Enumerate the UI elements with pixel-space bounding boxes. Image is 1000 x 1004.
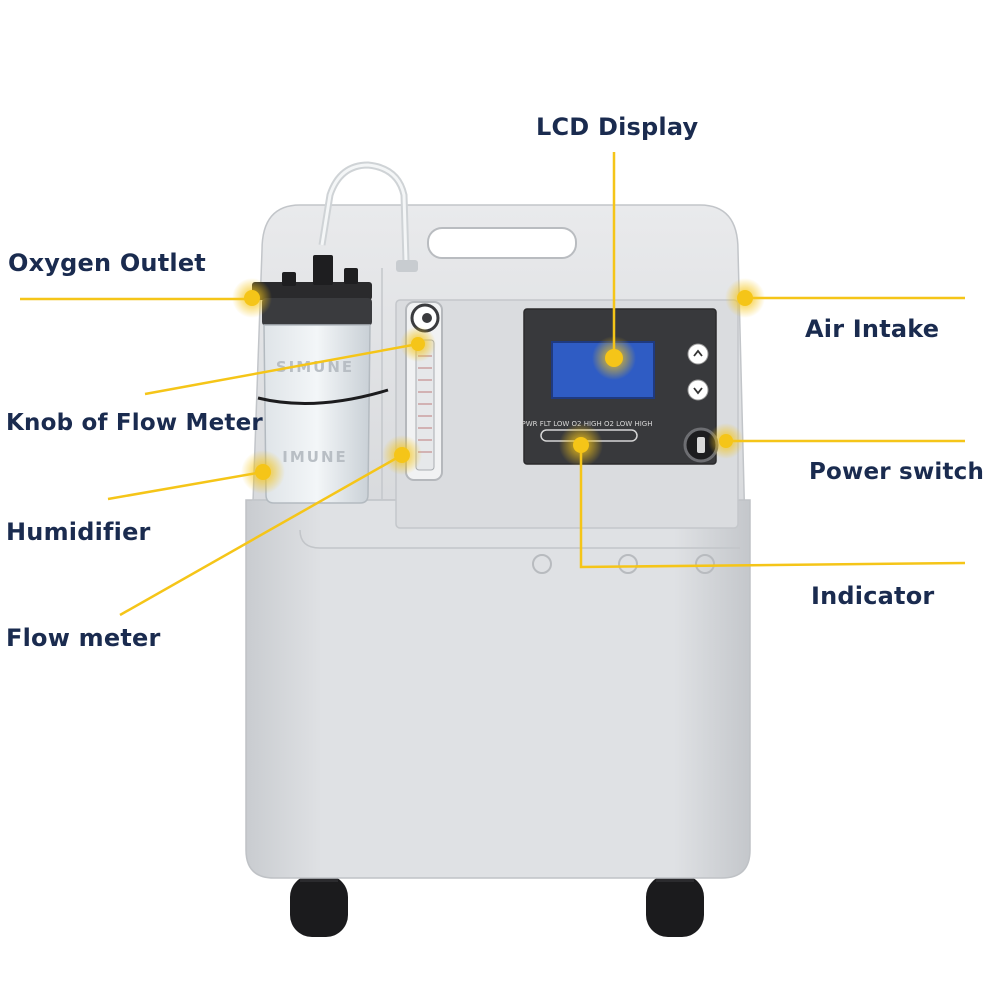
- panel-button-3: [695, 554, 715, 574]
- leader-lines: [20, 152, 966, 617]
- panel-button-2: [618, 554, 638, 574]
- label-air-intake: Air Intake: [805, 315, 940, 343]
- label-knob-of-flow-meter: Knob of Flow Meter: [6, 410, 263, 436]
- oxygen-tube: [318, 161, 418, 272]
- panel-button-1: [532, 554, 552, 574]
- control-button-up: [687, 343, 709, 365]
- label-humidifier: Humidifier: [6, 518, 151, 546]
- handle-slot: [427, 227, 577, 259]
- leader-flow-meter: [119, 453, 403, 617]
- leader-knob: [144, 342, 419, 396]
- device-lower-cabinet: [245, 499, 751, 879]
- control-panel: PWR FLT LOW O2 HIGH O2 LOW HIGH: [522, 308, 719, 465]
- label-indicator: Indicator: [811, 582, 935, 610]
- right-wheel: [646, 875, 704, 937]
- label-power-switch: Power switch: [809, 459, 985, 485]
- leader-indicator: [579, 445, 966, 569]
- label-lcd-display: LCD Display: [536, 113, 699, 141]
- label-oxygen-outlet: Oxygen Outlet: [8, 249, 206, 277]
- left-wheel: [290, 875, 348, 937]
- svg-text:IMUNE: IMUNE: [282, 448, 348, 466]
- bottle-brand-text: SIMUNE: [276, 358, 354, 376]
- label-flow-meter: Flow meter: [6, 624, 161, 652]
- control-button-down: [687, 379, 709, 401]
- leader-humidifier: [107, 470, 264, 501]
- humidifier-bottle: SIMUNE IMUNE: [252, 255, 389, 504]
